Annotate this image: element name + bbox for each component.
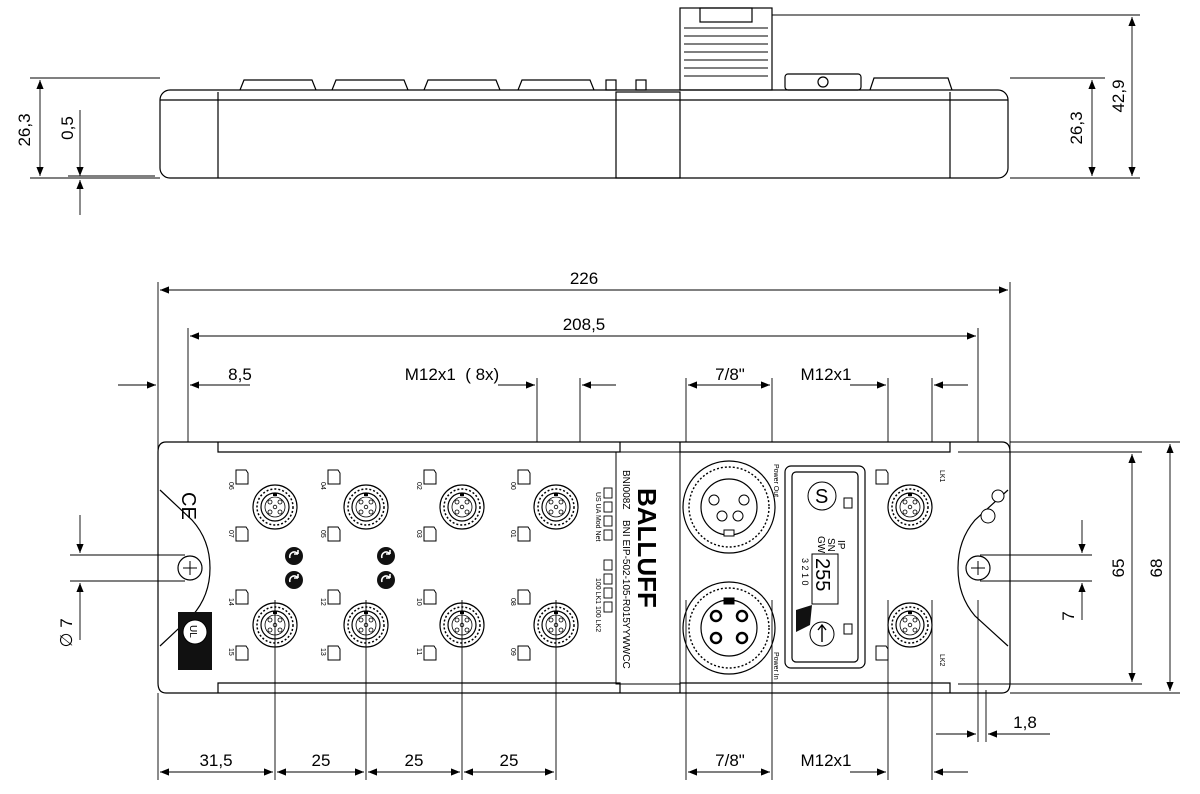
lk1-label: LK1: [938, 470, 945, 483]
rotary-switch-s-icon: [807, 481, 837, 511]
dim-right-height-total: 68: [1147, 559, 1166, 578]
dim-overall-length: 226: [570, 269, 598, 288]
power-out-label: Power Out: [772, 464, 779, 497]
status-led-column: [603, 487, 613, 613]
dim-right-height-inner: 65: [1109, 559, 1128, 578]
power-out-connector: [682, 460, 776, 554]
display-screen: [811, 553, 839, 605]
ip-label: IP: [835, 540, 846, 550]
port-label: 01: [509, 530, 516, 538]
top-dimension-lines: [118, 282, 1011, 600]
side-dimension-lines: [30, 14, 1140, 215]
ce-mark: CE: [177, 492, 199, 520]
ground-screw-icon: [980, 508, 996, 524]
display-led-top: [843, 497, 853, 509]
m12-port-lk1: [887, 484, 933, 530]
vertical-dimension-lines: [70, 441, 1180, 742]
logo-swoosh-icon: [796, 605, 812, 632]
model-line-1: BNI008Z: [620, 470, 631, 509]
dim-right-offset: 1,8: [1013, 713, 1037, 732]
dim-bottom-pitch: 25: [405, 751, 424, 770]
dim-side-height-left: 26,3: [15, 113, 34, 146]
bottom-dimension-lines: [157, 600, 968, 780]
dim-bottom-power: 7/8": [715, 751, 745, 770]
bit-labels: 3 2 1 0: [800, 558, 810, 586]
port-label: 12: [319, 598, 326, 606]
power-in-label: Power In: [772, 652, 779, 680]
port-label: 08: [509, 598, 516, 606]
port-label: 00: [509, 482, 516, 490]
model-line-2: BNI EIP-502-105-R015: [620, 520, 631, 623]
rotary-switch-arrow-glyph: [817, 623, 827, 642]
port-label: 04: [319, 482, 326, 490]
ul-mark: UL: [187, 625, 198, 638]
port-label: 05: [319, 530, 326, 538]
date-code: YYWWCC: [620, 622, 631, 669]
dim-bottom-pitch: 25: [500, 751, 519, 770]
port-label: 13: [319, 648, 326, 656]
rotation-arrow-icon: [284, 570, 304, 590]
port-label: 03: [415, 530, 422, 538]
power-in-connector: [682, 581, 776, 675]
port-label: 15: [227, 648, 234, 656]
dim-top-m12: M12x1: [800, 365, 851, 384]
dim-right-small: 7: [1059, 611, 1078, 620]
led-labels-bottom: 100 LK1 100 LK2: [594, 578, 601, 632]
display-value: 255: [811, 558, 833, 591]
dim-hole-diameter-symbol: ∅: [57, 633, 76, 648]
led-labels-top: US UA Mod Net: [594, 492, 601, 541]
dim-hole-spacing: 208,5: [563, 315, 606, 334]
port-label: 09: [509, 648, 516, 656]
gw-label: GW: [815, 536, 826, 554]
ul-mark-circle: [182, 619, 208, 645]
brand-logo: BALLUFF: [632, 488, 662, 608]
dim-bottom-m12: M12x1: [800, 751, 851, 770]
rotary-switch-s-glyph: S: [815, 486, 828, 508]
rotation-arrow-icon: [284, 546, 304, 566]
rotation-arrow-icon: [376, 546, 396, 566]
port-label: 11: [415, 648, 422, 655]
side-view: [159, 7, 1009, 179]
port-label: 02: [415, 482, 422, 490]
port-label: 10: [415, 598, 422, 606]
m12-port-lk2: [887, 602, 933, 648]
dim-bottom-first: 31,5: [199, 751, 232, 770]
sn-label: SN: [825, 538, 836, 552]
dim-m12-group: M12x1 ( 8x): [405, 365, 499, 384]
lk2-label: LK2: [938, 654, 945, 667]
dim-hole-diameter: 7: [57, 618, 76, 627]
display-led-bottom: [843, 623, 853, 635]
dim-left-hole-offset: 8,5: [228, 365, 252, 384]
dim-top-power: 7/8": [715, 365, 745, 384]
port-label: 07: [227, 530, 234, 538]
dim-side-height-right: 26,3: [1067, 111, 1086, 144]
dim-side-total-height: 42,9: [1109, 79, 1128, 112]
ground-icon: [991, 489, 1005, 503]
display-panel: S IP SN GW 3 2 1 0 255: [796, 481, 853, 647]
port-label: 06: [227, 482, 234, 490]
rotation-arrow-icon: [376, 570, 396, 590]
port-label: 14: [227, 598, 234, 606]
dim-bottom-pitch: 25: [312, 751, 331, 770]
dim-side-offset: 0,5: [58, 116, 77, 140]
